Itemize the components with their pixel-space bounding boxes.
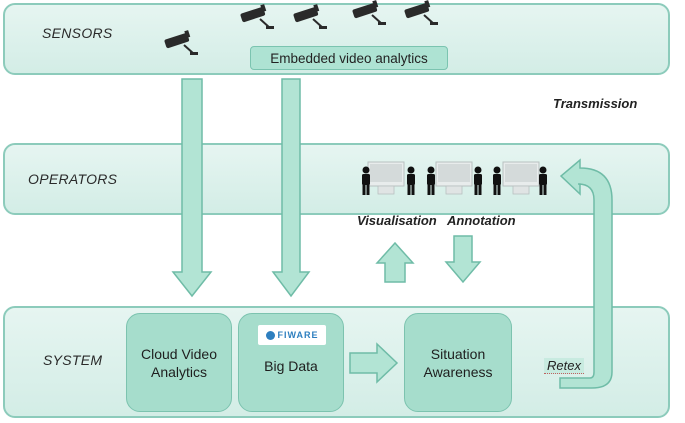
cloud-label-line1: Cloud Video: [140, 345, 218, 362]
system-layer-label: SYSTEM: [43, 352, 103, 368]
retex-arrow: [559, 158, 613, 389]
annotation-arrow: [444, 235, 482, 284]
situation-awareness-box: Situation Awareness: [404, 313, 512, 412]
person-icon: [427, 166, 435, 195]
camera-icon: [352, 0, 386, 25]
person-icon: [362, 166, 370, 195]
person-icon: [474, 166, 482, 195]
fiware-logo-icon: [265, 330, 275, 340]
transmission-arrow-right: [271, 78, 311, 298]
transmission-label: Transmission: [553, 96, 638, 111]
big-data-box: FIWARE Big Data: [238, 313, 344, 412]
workstation-icon: [502, 161, 540, 195]
cloud-video-analytics-box: Cloud Video Analytics: [126, 313, 232, 412]
visualisation-arrow: [375, 241, 415, 283]
workstation-icon: [367, 161, 405, 195]
camera-icon: [164, 30, 198, 55]
visualisation-label: Visualisation: [357, 213, 437, 228]
person-icon: [407, 166, 415, 195]
workstation-icon: [435, 161, 473, 195]
person-icon: [539, 166, 547, 195]
transmission-arrow-left: [171, 78, 213, 298]
fiware-logo-text: FIWARE: [277, 330, 319, 340]
sensors-layer-label: SENSORS: [42, 25, 113, 41]
annotation-label: Annotation: [447, 213, 516, 228]
operators-layer: [3, 143, 670, 215]
embedded-analytics-label: Embedded video analytics: [250, 46, 448, 70]
camera-icon: [404, 0, 438, 25]
bigdata-to-situation-arrow: [349, 342, 399, 384]
operators-layer-label: OPERATORS: [28, 171, 118, 187]
situation-label-line2: Awareness: [423, 363, 493, 380]
camera-icon: [240, 4, 274, 29]
camera-icon: [293, 4, 327, 29]
retex-label: Retex: [544, 358, 584, 374]
situation-label-line1: Situation: [430, 345, 486, 362]
fiware-logo: FIWARE: [258, 325, 326, 345]
cloud-label-line2: Analytics: [150, 363, 208, 380]
person-icon: [493, 166, 501, 195]
bigdata-label: Big Data: [264, 357, 318, 374]
